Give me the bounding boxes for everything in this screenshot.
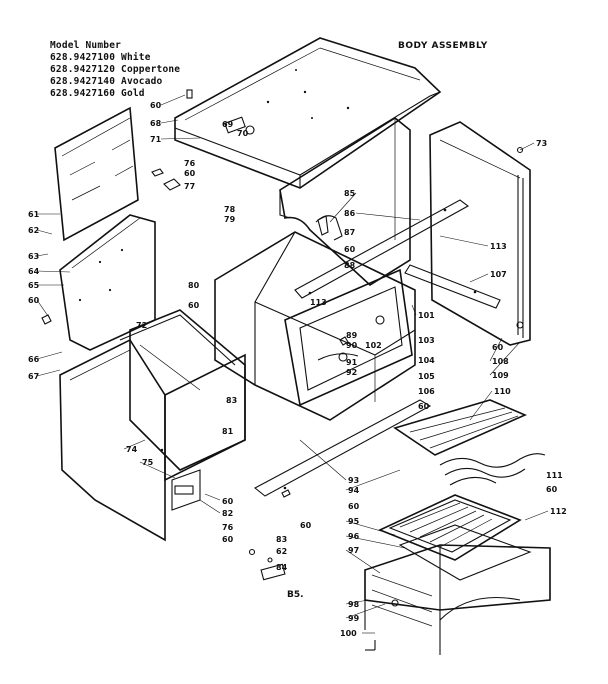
part-number-label: 60 (28, 296, 40, 305)
part-number-label: 68 (150, 119, 162, 128)
part-number-label: 90 (346, 341, 358, 350)
part-number-label: 76 (222, 523, 234, 532)
broil-element (393, 399, 546, 486)
model-entry: 628.9427120 Coppertone (50, 64, 181, 75)
part-number-label: 112 (550, 507, 567, 516)
part-number-label: 60 (300, 521, 312, 530)
part-number-label: 76 (184, 159, 196, 168)
part-number-label: 73 (536, 139, 547, 148)
part-number-label: 104 (418, 356, 435, 365)
cross-braces (254, 199, 501, 497)
part-number-label: 66 (28, 355, 40, 364)
top-hardware (151, 89, 255, 191)
part-number-label: 83 (276, 535, 287, 544)
part-number-label: 86 (344, 209, 356, 218)
part-number-label: 60 (344, 245, 356, 254)
part-number-label: 87 (344, 228, 355, 237)
model-label: Model Number (50, 40, 122, 51)
part-number-label: 60 (418, 402, 430, 411)
front-frame (119, 309, 246, 471)
part-number-label: 113 (490, 242, 507, 251)
part-number-label: 105 (418, 372, 435, 381)
small-parts (248, 215, 376, 651)
model-entry: 628.9427100 White (50, 52, 151, 63)
right-side-panel (429, 121, 531, 346)
part-number-label: 78 (224, 205, 236, 214)
part-number-label: 77 (184, 182, 195, 191)
part-number-label: 113 (310, 298, 327, 307)
part-number-label: 70 (237, 129, 249, 138)
part-number-label: 106 (418, 387, 435, 396)
part-number-label: 107 (490, 270, 507, 279)
part-number-label: 63 (28, 252, 39, 261)
part-labels: 60 68 69 70 71 76 60 77 78 79 61 62 63 6… (28, 94, 567, 638)
page-code: B5. (287, 590, 304, 600)
part-number-label: 81 (222, 427, 234, 436)
part-number-label: 96 (348, 532, 360, 541)
part-number-label: 60 (222, 535, 234, 544)
model-entry: 628.9427140 Avocado (50, 76, 163, 87)
part-number-label: 67 (28, 372, 39, 381)
part-number-label: 85 (344, 189, 356, 198)
top-panel (174, 37, 442, 189)
part-number-label: 110 (494, 387, 511, 396)
part-number-label: 65 (28, 281, 40, 290)
part-number-label: 62 (276, 547, 287, 556)
part-number-label: 64 (28, 267, 40, 276)
part-number-label: 60 (348, 502, 360, 511)
part-number-label: 103 (418, 336, 435, 345)
part-number-label: 109 (492, 371, 509, 380)
part-number-label: 60 (546, 485, 558, 494)
model-number-block: Model Number 628.9427100 White 628.94271… (50, 40, 180, 100)
part-number-label: 80 (188, 281, 200, 290)
part-number-label: 89 (346, 331, 358, 340)
part-number-label: 92 (346, 368, 357, 377)
part-number-label: 84 (276, 563, 288, 572)
part-number-label: 75 (142, 458, 154, 467)
broil-pan (377, 494, 532, 581)
part-number-label: 61 (28, 210, 40, 219)
part-number-label: 99 (348, 614, 360, 623)
part-number-label: 83 (226, 396, 237, 405)
part-number-label: 108 (492, 357, 509, 366)
part-number-label: 91 (346, 358, 358, 367)
part-number-label: 60 (150, 101, 162, 110)
part-number-label: 93 (348, 476, 359, 485)
broiler-drawer (364, 544, 551, 655)
part-number-label: 102 (365, 341, 382, 350)
part-number-label: 111 (546, 471, 563, 480)
part-number-label: 101 (418, 311, 435, 320)
part-number-label: 60 (188, 301, 200, 310)
part-number-label: 69 (222, 120, 234, 129)
part-number-label: 88 (344, 261, 356, 270)
part-number-label: 60 (492, 343, 504, 352)
diagram-title: BODY ASSEMBLY (398, 41, 488, 51)
model-entry: 628.9427160 Gold (50, 88, 145, 99)
part-number-label: 71 (150, 135, 162, 144)
part-number-label: 79 (224, 215, 236, 224)
back-panel (54, 106, 139, 242)
part-number-label: 82 (222, 509, 233, 518)
part-number-label: 74 (126, 445, 138, 454)
lower-front-panel (59, 338, 166, 542)
part-number-label: 60 (184, 169, 196, 178)
part-number-label: 60 (222, 497, 234, 506)
oven-door-frame (284, 268, 413, 407)
part-number-label: 95 (348, 517, 360, 526)
part-number-label: 72 (136, 321, 147, 330)
part-number-label: 62 (28, 226, 39, 235)
part-number-label: 97 (348, 546, 359, 555)
part-number-label: 98 (348, 600, 360, 609)
part-number-label: 100 (340, 629, 357, 638)
part-number-label: 94 (348, 486, 360, 495)
cabinet-back-wall (279, 117, 411, 287)
